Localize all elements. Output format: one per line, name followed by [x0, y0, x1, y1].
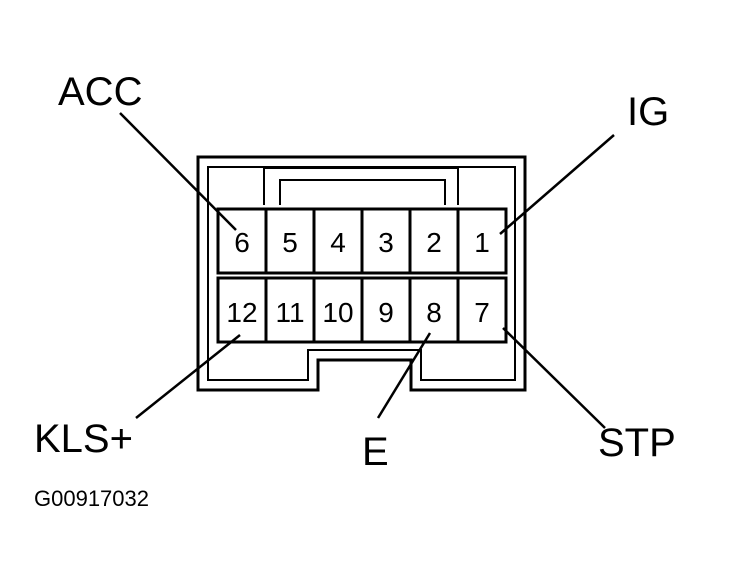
pin-label: 3	[378, 227, 394, 258]
pin-cavity	[456, 207, 508, 275]
pin-label: 9	[378, 297, 394, 328]
connector-housing	[196, 155, 527, 392]
stp-leader	[502, 327, 606, 429]
top-pin-row: 6 5 4 3 2 1	[216, 207, 508, 275]
pin-cavity	[360, 276, 412, 344]
acc-leader	[119, 112, 237, 231]
acc-label: ACC	[58, 70, 142, 114]
kls-label: KLS+	[34, 417, 133, 461]
pin-cavity	[456, 276, 508, 344]
e-leader	[376, 332, 432, 419]
ig-label: IG	[627, 90, 669, 134]
pin-label: 10	[322, 297, 353, 328]
leader-lines	[119, 112, 615, 429]
pin-label: 7	[474, 297, 490, 328]
ig-leader	[499, 134, 615, 235]
pin-label: 6	[234, 227, 250, 258]
pin-cavity	[360, 207, 412, 275]
pin-label: 8	[426, 297, 442, 328]
pin-label: 2	[426, 227, 442, 258]
pin-label: 4	[330, 227, 346, 258]
figure-code: G00917032	[34, 486, 149, 511]
pin-label: 12	[226, 297, 257, 328]
pin-label: 5	[282, 227, 298, 258]
pin-label: 1	[474, 227, 490, 258]
pin-label: 11	[275, 297, 304, 328]
pin-cavity	[408, 276, 460, 344]
pin-cavity	[312, 207, 364, 275]
kls-leader	[135, 334, 241, 419]
pin-cavity	[264, 207, 316, 275]
e-label: E	[362, 430, 389, 474]
stp-label: STP	[598, 421, 676, 465]
bottom-pin-row: 12 11 10 9 8 7	[216, 276, 508, 344]
